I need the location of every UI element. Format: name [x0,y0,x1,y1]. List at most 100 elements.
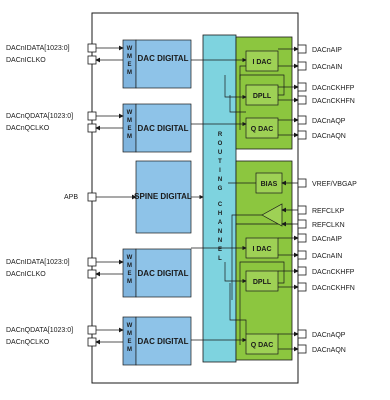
routing-letter: E [218,247,222,253]
wmem-letter: M [127,279,132,285]
qdac-block-top [245,117,279,139]
wmem-letter: M [127,118,132,124]
pin-label: DACnAQP [312,332,346,339]
routing-letter: L [218,256,222,262]
pin-label: DACnQDATA[1023:0] [6,327,73,334]
pin-label: DACnCKHFN [312,285,355,292]
pin-label: DACnAQN [312,133,346,140]
dac-digital-block [135,39,192,89]
pin-square [297,233,307,243]
routing-letter: T [218,159,222,165]
dac-digital-i-top: W M E M DAC DIGITAL [122,39,192,89]
idac-label: I DAC [252,246,271,253]
pin-square [87,43,97,53]
pin-label: DACnAIN [312,253,342,260]
right-pins: DACnAIP DACnAIN DACnCKHFP DACnCKHFN DACn… [278,44,357,354]
pin-label: DACnCKHFP [312,269,355,276]
pin-square [297,130,307,140]
pin-square [87,269,97,279]
spine-digital-label: SPINE DIGITAL [134,192,192,201]
pin-label: DACnAIN [312,64,342,71]
spine-digital-block [135,160,192,234]
pin-label: DACnICLKO [6,57,46,64]
dac-digital-label: DAC DIGITAL [138,337,189,346]
routing-letter: R [218,132,223,138]
pin-label: DACnQDATA[1023:0] [6,113,73,120]
wmem-letter: W [127,255,133,261]
bias-label: BIAS [261,181,278,188]
pin-square [297,115,307,125]
pin-square [297,61,307,71]
wmem-letter: W [127,323,133,329]
dac-digital-q-top: W M E M DAC DIGITAL [122,103,192,153]
wmem-letter: M [127,347,132,353]
pin-label: APB [64,194,78,201]
routing-letter: N [218,229,222,235]
pin-label: DACnCKHFN [312,98,355,105]
dpll-label: DPLL [253,93,272,100]
routing-letter: I [219,168,221,174]
internal-wires-bias [191,182,262,300]
dac-digital-i-bottom: W M E M DAC DIGITAL [122,248,192,298]
pin-square [87,325,97,335]
dac-digital-q-bottom: W M E M DAC DIGITAL [122,316,192,366]
pin-square [87,55,97,65]
routing-letter: U [218,150,222,156]
pin-square [297,250,307,260]
routing-letter: H [218,211,222,217]
dac-digital-label: DAC DIGITAL [138,54,189,63]
dac-digital-label: DAC DIGITAL [138,124,189,133]
refclk-buffer-icon [261,203,283,227]
pin-square [297,82,307,92]
wmem-letter: M [127,263,132,269]
internal-wires-top [191,57,285,130]
dac-digital-block [135,103,192,153]
qdac-label: Q DAC [251,342,274,349]
pin-label: DACnIDATA[1023:0] [6,45,70,52]
left-pins: DACnIDATA[1023:0] DACnICLKO DACnQDATA[10… [6,43,137,347]
routing-letter: N [218,177,222,183]
pin-square [87,257,97,267]
wmem-letter: M [127,70,132,76]
pin-square [87,192,97,202]
wmem-letter: M [127,54,132,60]
pin-square [297,178,307,188]
analog-region-bias [235,160,293,233]
routing-letter: C [218,202,223,208]
wmem-letter: W [127,46,133,52]
dac-digital-label: DAC DIGITAL [138,269,189,278]
qdac-block-bottom [245,333,279,355]
routing-letter: A [218,220,223,226]
idac-label: I DAC [252,59,271,66]
routing-channel [202,34,237,363]
pin-label: DACnICLKO [6,271,46,278]
pin-label: DACnAQN [312,347,346,354]
wmem-letter: E [127,62,131,68]
dac-digital-block [135,248,192,298]
spine-digital: SPINE DIGITAL [134,160,192,234]
wmem-letter: E [127,271,131,277]
pin-label: DACnAIP [312,236,342,243]
pin-square [87,111,97,121]
pin-label: REFCLKN [312,222,345,229]
qdac-label: Q DAC [251,126,274,133]
wmem-letter: M [127,331,132,337]
wmem-letter: E [127,126,131,132]
wmem-letter: W [127,110,133,116]
pin-label: DACnAIP [312,47,342,54]
routing-channel-label: R O U T I N G C H A N N E L [218,132,223,262]
routing-letter: G [218,186,223,192]
pin-square [87,337,97,347]
pin-square [297,282,307,292]
pin-label: DACnAQP [312,118,346,125]
pin-label: DACnIDATA[1023:0] [6,259,70,266]
dac-digital-block [135,316,192,366]
pin-square [297,219,307,229]
wmem-letter: E [127,339,131,345]
pin-label: VREF/VBGAP [312,181,357,188]
routing-letter: N [218,238,222,244]
pin-square [297,266,307,276]
pin-label: DACnQCLKO [6,339,50,346]
